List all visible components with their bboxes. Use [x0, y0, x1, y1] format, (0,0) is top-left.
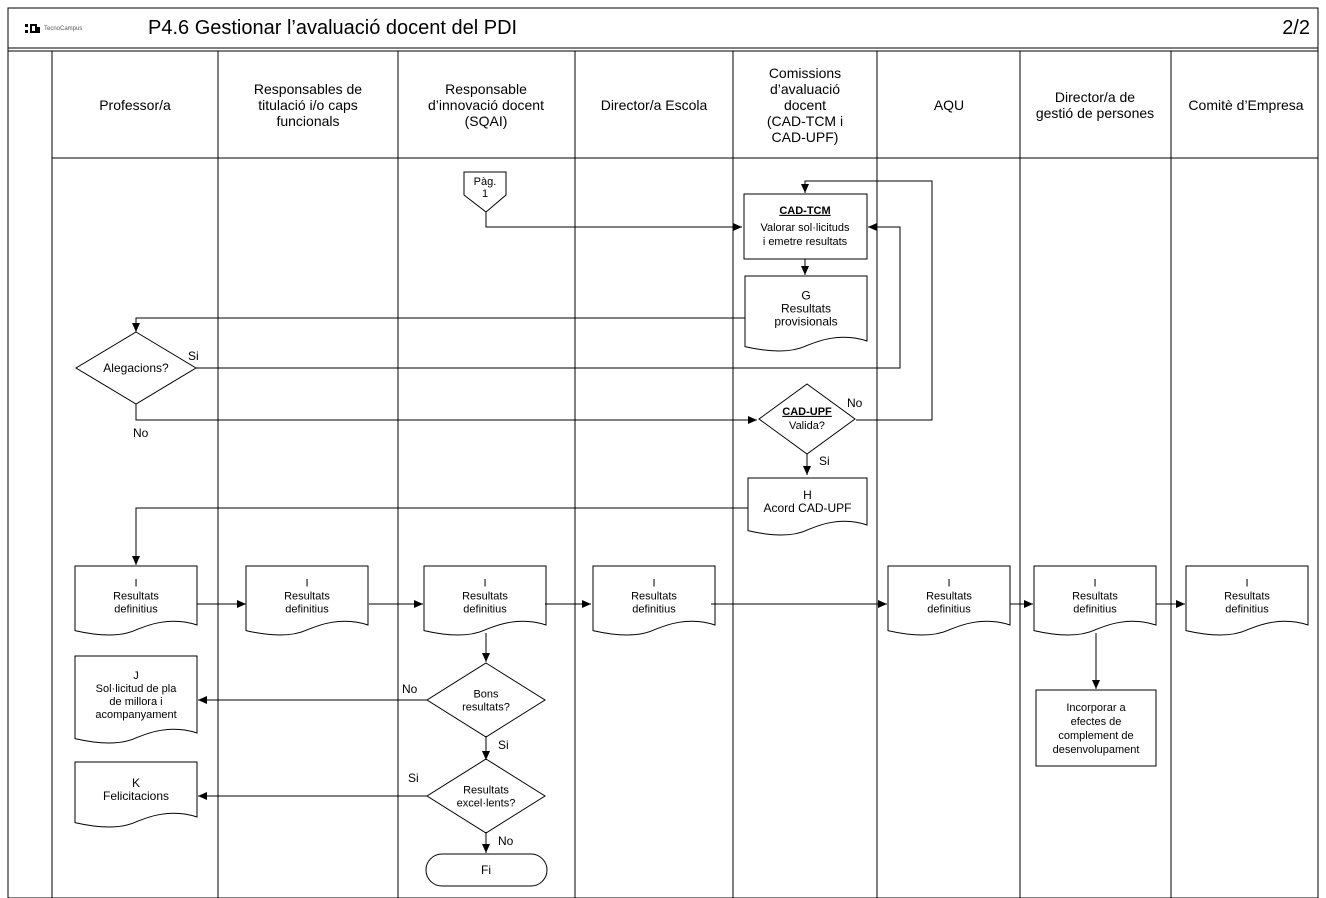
offpage-connector: Pàg.1 [463, 171, 507, 213]
label-no: No [847, 396, 863, 410]
label-no: No [402, 682, 418, 696]
offpage-connector-text: Pàg.1 [474, 176, 497, 200]
frame [7, 7, 1319, 898]
lane-header: Comitè d’Empresa [1188, 97, 1303, 113]
page-number: 2/2 [1282, 17, 1310, 39]
label-si: Si [498, 738, 509, 752]
flow-connectors [132, 180, 1185, 853]
alegacions-text: Alegacions? [103, 361, 169, 375]
valida-title: CAD-UPF [782, 406, 832, 418]
tecnocampus-logo: TecnoCampus [25, 24, 82, 33]
label-si: Si [408, 771, 419, 785]
fi-text: Fi [481, 863, 491, 877]
valorar-title: CAD-TCM [779, 205, 830, 217]
decision-labels: Si No No Si No Si Si No [133, 349, 863, 848]
label-no: No [133, 426, 149, 440]
label-no: No [498, 834, 514, 848]
label-si: Si [819, 454, 830, 468]
logo-text: TecnoCampus [44, 26, 82, 32]
lane-header: Director/a Escola [601, 97, 708, 113]
valida-decision: CAD-UPF Valida? [758, 383, 856, 455]
lane-header: Professor/a [99, 97, 171, 113]
label-si: Si [188, 349, 199, 363]
lane-header: AQU [934, 97, 964, 113]
alegacions-decision: Alegacions? [75, 331, 197, 405]
page-title: P4.6 Gestionar l’avaluació docent del PD… [148, 17, 517, 39]
valida-text: Valida? [789, 420, 825, 432]
fi-terminator: Fi [425, 853, 548, 887]
